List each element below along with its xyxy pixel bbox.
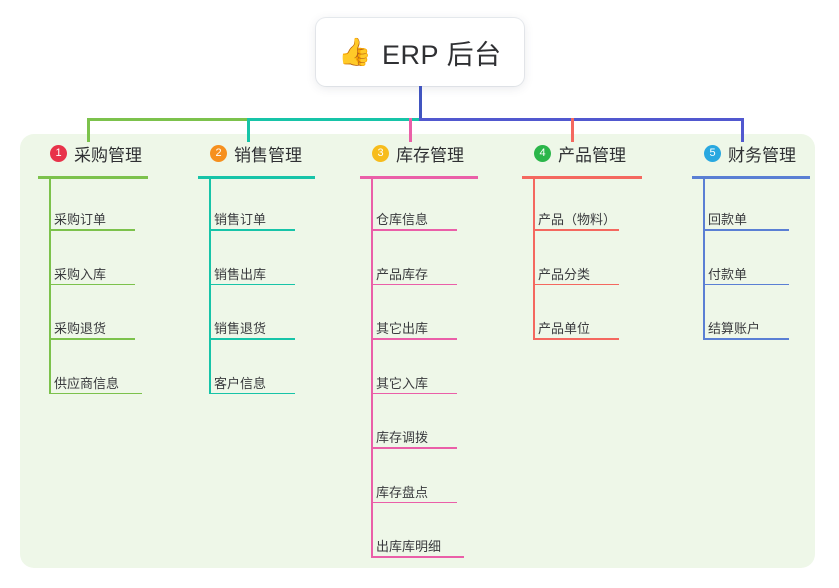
leaf-underline (209, 338, 295, 340)
leaf-item[interactable]: 其它出库 (376, 321, 429, 336)
leaf-item[interactable]: 付款单 (708, 266, 748, 282)
branch-header-2[interactable]: 2 销售管理 (196, 140, 302, 166)
leaf-underline (533, 229, 619, 231)
leaf-item[interactable]: 客户信息 (214, 375, 267, 391)
leaf-item[interactable]: 回款单 (708, 212, 748, 227)
leaf-underline (533, 338, 619, 340)
leaf-underline (49, 229, 135, 231)
leaf-item[interactable]: 供应商信息 (54, 375, 120, 391)
root-node-label: ERP 后台 (382, 39, 502, 70)
branch-column-5: 5 财务管理 (690, 140, 796, 166)
leaf-item[interactable]: 产品分类 (538, 266, 591, 282)
branch-spine-3 (371, 176, 373, 558)
branch-badge-2: 2 (210, 144, 227, 162)
leaf-underline (49, 392, 142, 394)
bus-drop-1 (86, 118, 90, 142)
leaf-underline (371, 447, 457, 449)
branch-title-4: 产品管理 (558, 145, 626, 165)
leaf-item[interactable]: 其它入库 (376, 375, 429, 391)
branch-badge-5: 5 (704, 144, 721, 162)
branch-header-1[interactable]: 1 采购管理 (36, 140, 142, 166)
leaf-item[interactable]: 销售出库 (214, 266, 267, 282)
leaf-item[interactable]: 采购订单 (54, 212, 107, 227)
leaf-item[interactable]: 销售订单 (214, 212, 267, 227)
branch-badge-4: 4 (534, 144, 551, 162)
branch-underline-3 (360, 176, 478, 179)
leaf-item[interactable]: 库存调拨 (376, 430, 429, 445)
root-trunk-line (418, 86, 422, 121)
thumbs-up-icon: 👍 (338, 36, 373, 67)
branch-spine-4 (533, 176, 535, 340)
branch-title-2: 销售管理 (234, 145, 302, 165)
leaf-underline (209, 229, 295, 231)
leaf-underline (209, 392, 295, 394)
leaf-underline (371, 501, 457, 503)
leaf-item[interactable]: 仓库信息 (376, 212, 429, 227)
branch-header-4[interactable]: 4 产品管理 (520, 140, 626, 166)
leaf-item[interactable]: 产品单位 (538, 321, 591, 336)
branch-underline-1 (38, 176, 148, 179)
bus-segment-blue (418, 118, 744, 121)
leaf-item[interactable]: 结算账户 (708, 321, 761, 336)
branch-title-5: 财务管理 (728, 145, 796, 165)
branch-spine-2 (209, 176, 211, 394)
branch-badge-3: 3 (372, 144, 389, 162)
leaf-item[interactable]: 产品库存 (376, 266, 429, 282)
branch-column-3: 3 库存管理 (358, 140, 464, 166)
leaf-underline (703, 338, 789, 340)
leaf-item[interactable]: 采购退货 (54, 321, 107, 336)
leaf-underline (371, 338, 457, 340)
branch-underline-5 (692, 176, 810, 179)
leaf-underline (371, 392, 457, 394)
branch-badge-1: 1 (50, 144, 67, 162)
diagram-panel (20, 134, 815, 568)
branch-spine-1 (49, 176, 51, 394)
bus-drop-3 (408, 118, 412, 142)
root-node[interactable]: 👍 ERP 后台 (316, 18, 524, 86)
leaf-underline (371, 229, 457, 231)
bus-segment-teal (246, 118, 422, 121)
branch-underline-4 (522, 176, 642, 179)
leaf-item[interactable]: 出库库明细 (376, 539, 442, 554)
leaf-item[interactable]: 库存盘点 (376, 484, 429, 500)
leaf-underline (371, 556, 464, 558)
leaf-item[interactable]: 销售退货 (214, 321, 267, 336)
bus-drop-4 (570, 118, 574, 142)
branch-title-1: 采购管理 (74, 145, 142, 165)
branch-column-2: 2 销售管理 (196, 140, 302, 166)
leaf-underline (209, 283, 295, 285)
branch-underline-2 (198, 176, 315, 179)
leaf-underline (49, 283, 135, 285)
branch-header-5[interactable]: 5 财务管理 (690, 140, 796, 166)
leaf-underline (371, 283, 457, 285)
leaf-underline (703, 283, 789, 285)
branch-column-4: 4 产品管理 (520, 140, 626, 166)
bus-segment-green (86, 118, 250, 121)
branch-title-3: 库存管理 (396, 145, 464, 165)
branch-column-1: 1 采购管理 (36, 140, 142, 166)
branch-header-3[interactable]: 3 库存管理 (358, 140, 464, 166)
leaf-underline (49, 338, 135, 340)
bus-drop-2 (246, 118, 250, 142)
branch-spine-5 (703, 176, 705, 340)
leaf-underline (533, 283, 619, 285)
bus-drop-5 (740, 118, 744, 142)
leaf-item[interactable]: 产品（物料） (538, 212, 617, 227)
leaf-underline (703, 229, 789, 231)
leaf-item[interactable]: 采购入库 (54, 266, 107, 282)
